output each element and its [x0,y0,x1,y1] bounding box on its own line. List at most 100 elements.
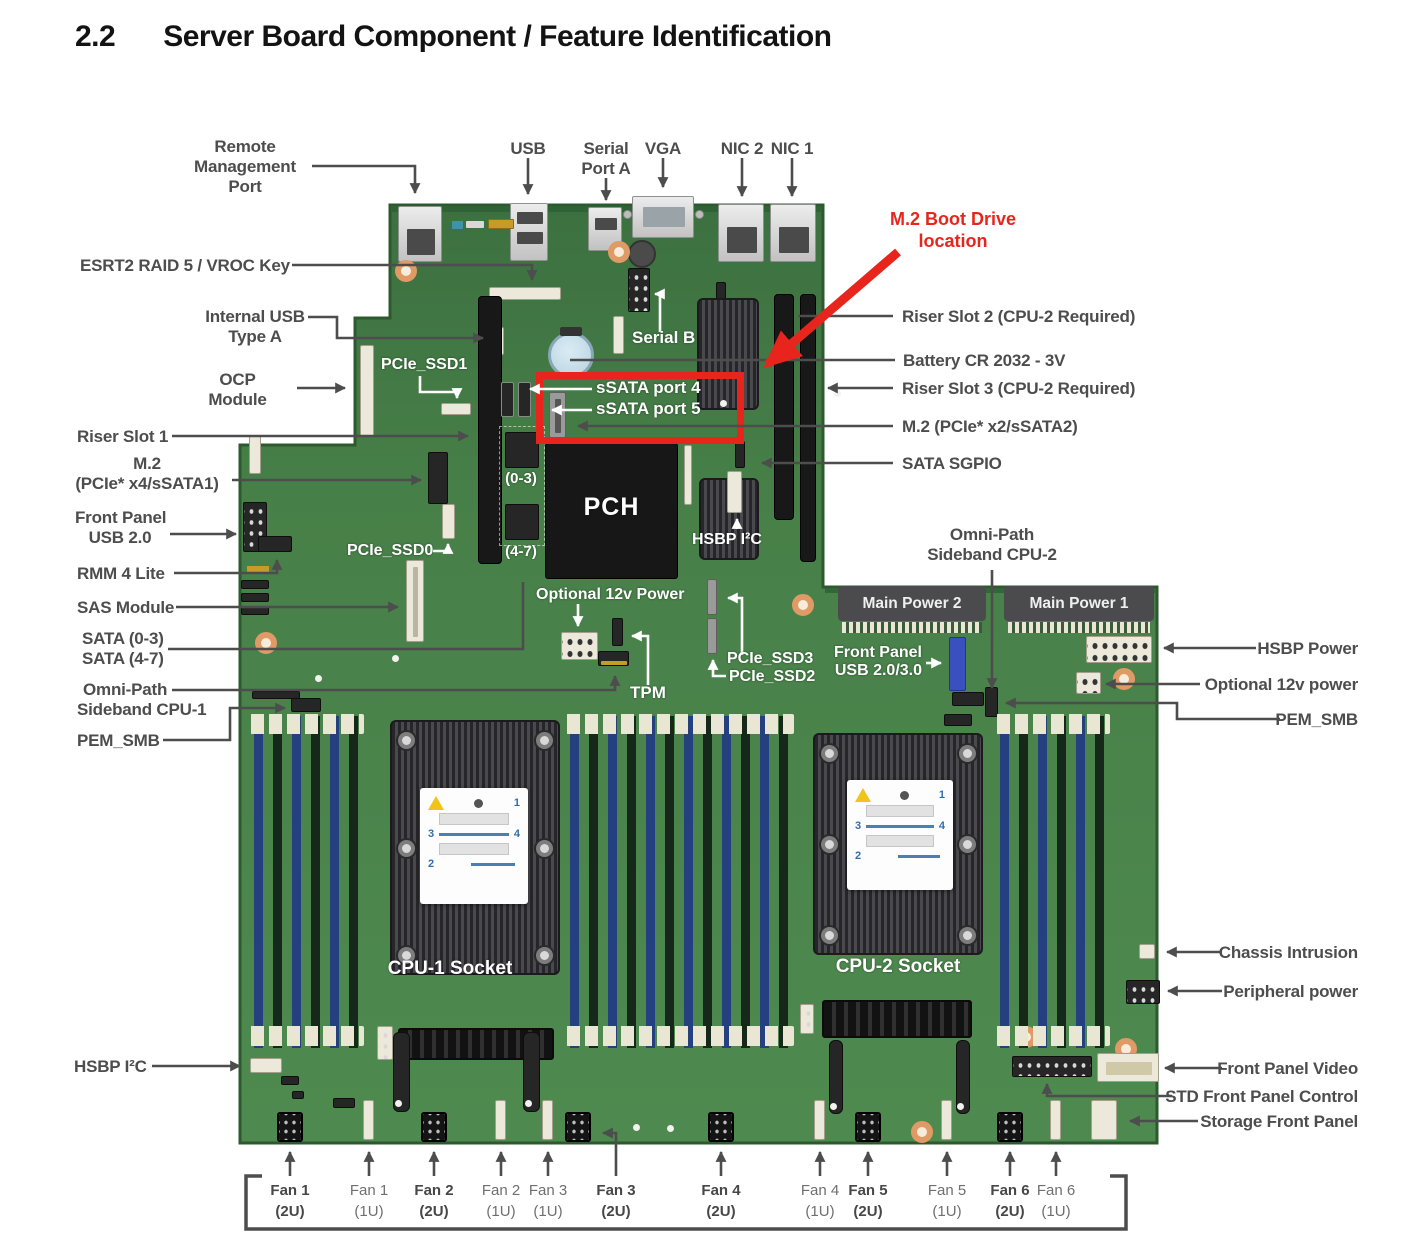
riser-slot-3 [800,294,816,562]
callout-internal-usb: Internal USB Type A [205,307,305,346]
via-dot [834,390,841,397]
line-tpm [630,630,650,685]
dimm-bank-right [996,716,1110,1048]
fan-label-1-2u: Fan 1(2U) [270,1182,310,1220]
callout-sgpio: SATA SGPIO [902,454,1002,473]
fan4-2u-connector [708,1112,734,1142]
riser-slot-2 [774,294,794,520]
usb-port-stack [510,203,548,261]
via-dot [525,1100,532,1107]
callout-omni1: Omni-Path Sideband CPU-1 [77,680,207,719]
callout-battery: Battery CR 2032 - 3V [903,351,1066,370]
torque-line [471,862,515,866]
fan3-2u-connector [565,1112,591,1142]
tpm-header [612,618,623,646]
line-internal-usb [308,315,485,344]
buzzer [628,240,656,268]
callout-vga: VGA [644,139,682,158]
line-omni1 [172,674,621,692]
fan6-2u-connector [997,1112,1023,1142]
main-power-2-pins [842,622,982,633]
optional-12v-right-connector [1076,672,1101,694]
small-header [292,1091,304,1099]
std-front-panel-header [1012,1056,1092,1077]
fan3-1u-connector [542,1100,553,1140]
heatsink-screw [821,836,838,853]
small-header [333,1098,355,1108]
heatsink-screw [959,927,976,944]
small-header [281,1076,299,1085]
main-power-2-connector: Main Power 2 [838,586,986,621]
torque-step: 1 [513,797,520,809]
torque-line [866,824,934,828]
mounting-hole [911,1121,933,1143]
board-label-pch: PCH [583,493,640,521]
callout-pem2: PEM_SMB [1275,710,1358,729]
via-dot [957,1103,964,1110]
sata-4-7-connector [505,504,539,540]
torque-step: 2 [855,850,862,862]
fan-label-3-1u: Fan 3(1U) [528,1182,568,1220]
dimm-latches [996,1026,1110,1046]
board-label-ssata5: sSATA port 5 [596,399,701,418]
rmm4-lite-connector [258,536,292,552]
fan5-1u-connector [941,1100,952,1140]
front-panel-usb3-connector [949,637,966,691]
board-label-cpu1-socket: CPU-1 Socket [387,958,513,979]
callout-riser1: Riser Slot 1 [77,427,169,446]
sata-0-3-connector [505,432,539,468]
led-indicator [452,221,463,229]
callout-riser3: Riser Slot 3 (CPU-2 Required) [902,379,1136,398]
optional-12v-mid-connector [561,632,598,660]
dimm-latches [566,1026,794,1046]
vga-screw [695,210,704,219]
via-dot [633,1124,640,1131]
fan-label-6-1u: Fan 6(1U) [1036,1182,1076,1220]
callout-periph: Peripheral power [1223,982,1358,1001]
dimm-latches [566,714,794,734]
usb-opening [517,232,543,244]
gold-pin-header [598,651,629,666]
vga-screw [623,210,632,219]
hsbp-i2c-connector [250,1058,282,1073]
board-label-sata47: (4-7) [505,543,537,560]
line-pcie-ssd1 [418,376,463,400]
small-4pin-header [377,1026,393,1060]
torque-step: 4 [513,828,520,840]
heatsink-screw [536,947,553,964]
callout-fpv: Front Panel Video [1217,1059,1358,1078]
pem-smb-header [291,698,321,712]
callout-m2-right: M.2 (PCIe* x2/sSATA2) [902,417,1078,436]
board-label-ssata4: sSATA port 4 [596,378,701,397]
small-header [241,580,269,589]
ocp-module-connector [360,345,374,437]
vertical-connector [684,445,692,505]
line-sata [168,582,525,651]
warning-icon [428,796,444,810]
heatsink-screw [398,840,415,857]
callout-usb: USB [510,139,546,158]
heatsink-screw [959,836,976,853]
callout-stdfp: STD Front Panel Control [1165,1087,1358,1106]
main-power-1-label: Main Power 1 [1029,594,1129,612]
vga-opening [643,207,685,227]
via-dot [315,675,322,682]
fan6-1u-connector [1050,1100,1061,1140]
fan-label-5-2u: Fan 5(2U) [848,1182,888,1220]
line-pcie-ssd0 [433,542,454,554]
mounting-hole [608,241,630,263]
main-power-1-pins [1008,622,1150,633]
main-power-1-connector: Main Power 1 [1004,586,1154,621]
connector-slot [413,567,418,637]
torque-line [898,854,940,858]
section-number: 2.2 [75,20,116,53]
fan1-2u-connector [277,1112,303,1142]
callout-sata47: SATA (4-7) [82,649,164,668]
board-label-sata03: (0-3) [505,470,537,487]
cpu-bar-graphic [866,805,934,817]
line-serial-b [653,288,665,332]
main-power-2-label: Main Power 2 [862,594,962,612]
small-4pin-header [800,1004,814,1034]
callout-hsbp-power: HSBP Power [1257,639,1358,658]
